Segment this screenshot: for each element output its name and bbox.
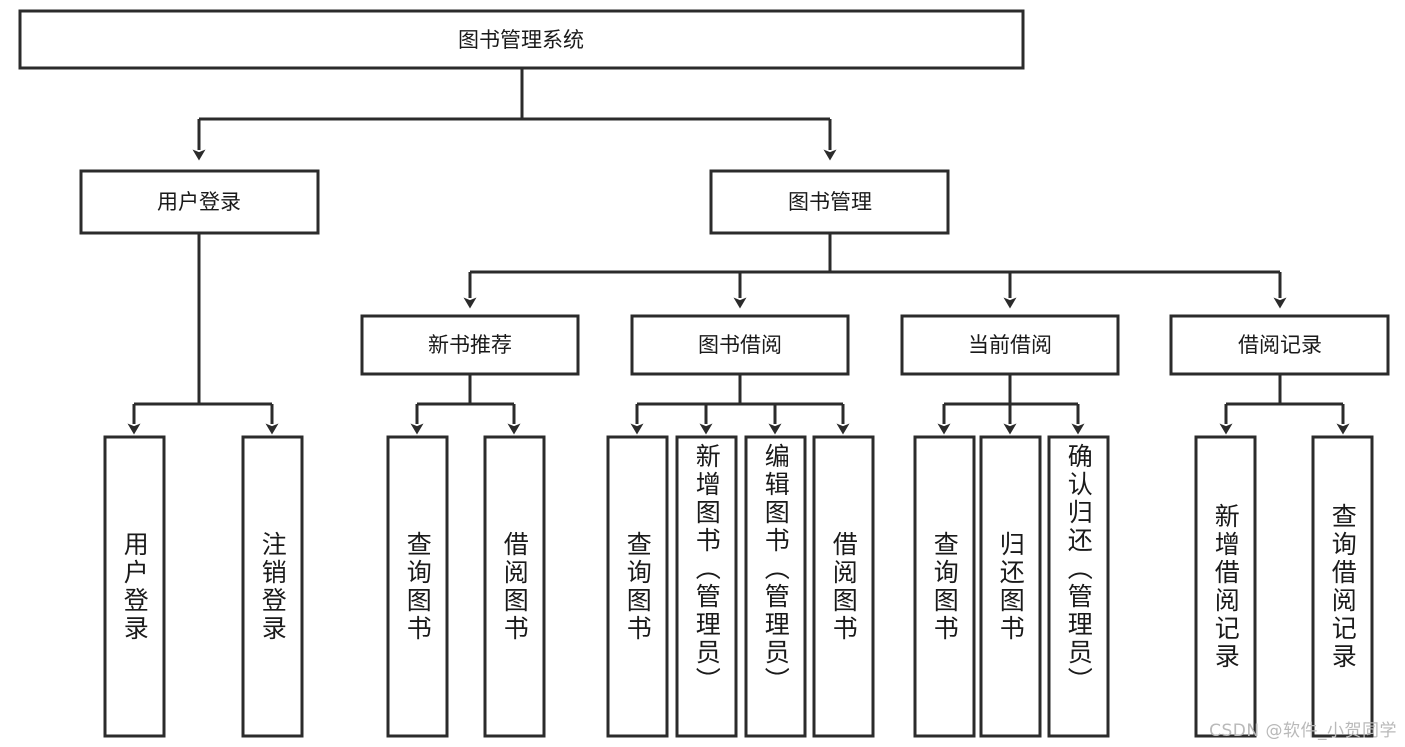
connector-new-book-branch	[410, 374, 521, 435]
node-root-label: 图书管理系统	[458, 28, 584, 52]
leaf-box-book-borrow-1[interactable]	[606, 435, 669, 738]
watermark-text: CSDN @软件_小贺同学	[1209, 721, 1397, 741]
node-borrow-record-label: 借阅记录	[1238, 333, 1322, 357]
leaf-box-book-borrow-4[interactable]	[812, 435, 875, 738]
leaf-box-book-borrow-3[interactable]	[744, 435, 807, 738]
node-current-borrow-label: 当前借阅	[968, 333, 1052, 357]
node-user-login-label: 用户登录	[157, 190, 241, 214]
node-root[interactable]: 图书管理系统	[18, 9, 1025, 70]
leaf-box-current-borrow-3[interactable]	[1047, 435, 1110, 738]
node-user-login[interactable]: 用户登录	[79, 169, 320, 235]
leaf-box-borrow-record-2[interactable]	[1311, 435, 1374, 738]
connector-borrow-record-branch	[1219, 374, 1350, 435]
leaf-box-user-login-2[interactable]	[241, 435, 304, 738]
node-book-manage-label: 图书管理	[788, 190, 872, 214]
node-book-borrow[interactable]: 图书借阅	[630, 314, 850, 376]
leaf-box-user-login-1[interactable]	[103, 435, 166, 738]
connector-book-borrow-branch	[630, 374, 850, 435]
leaf-box-book-borrow-2[interactable]	[675, 435, 738, 738]
leaf-box-current-borrow-1[interactable]	[913, 435, 976, 738]
node-new-book-recommend-label: 新书推荐	[428, 333, 512, 357]
node-current-borrow[interactable]: 当前借阅	[900, 314, 1120, 376]
leaf-box-new-book-2[interactable]	[483, 435, 546, 738]
connector-book-manage-branch	[463, 233, 1287, 309]
leaf-box-new-book-1[interactable]	[386, 435, 449, 738]
node-new-book-recommend[interactable]: 新书推荐	[360, 314, 580, 376]
connector-current-borrow-branch	[937, 374, 1085, 435]
node-book-manage[interactable]: 图书管理	[709, 169, 950, 235]
leaf-box-current-borrow-2[interactable]	[979, 435, 1042, 738]
connector-user-login-branch	[127, 233, 279, 435]
connector-root-trunk	[192, 68, 837, 161]
node-book-borrow-label: 图书借阅	[698, 333, 782, 357]
leaf-box-borrow-record-1[interactable]	[1194, 435, 1257, 738]
node-borrow-record[interactable]: 借阅记录	[1169, 314, 1390, 376]
